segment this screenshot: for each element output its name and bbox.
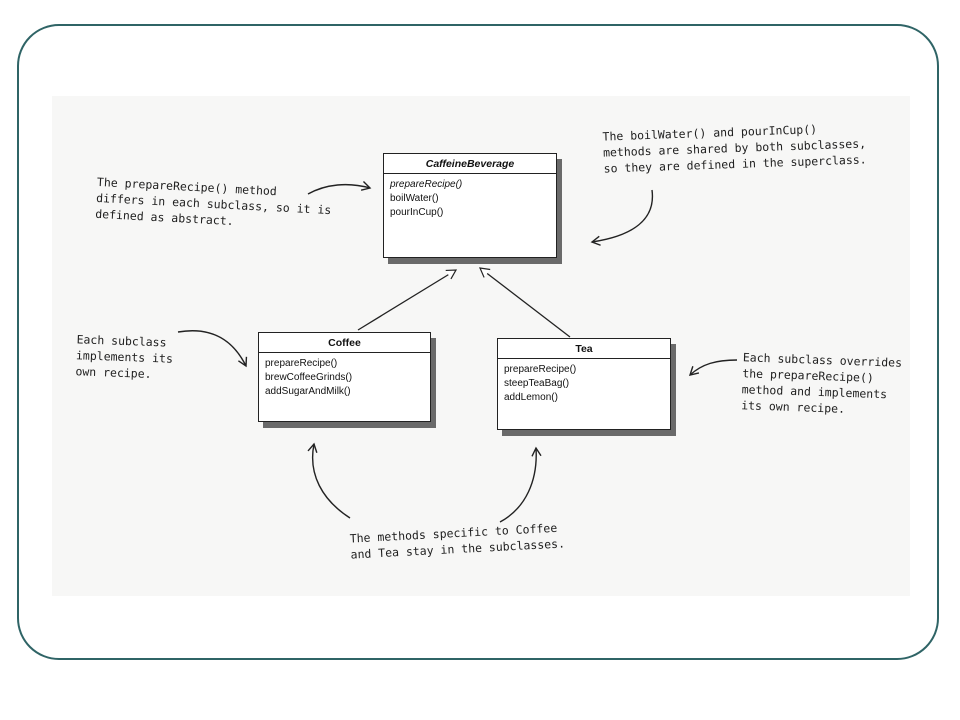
- implements-note-arrow: [177, 330, 248, 368]
- method-item: brewCoffeeGrinds(): [265, 372, 353, 383]
- specific-note-arrow-tea: [499, 446, 542, 523]
- shared-note: The boilWater() and pourInCup() methods …: [602, 119, 867, 176]
- method-item: boilWater(): [390, 193, 439, 204]
- overrides-note-arrow: [688, 359, 738, 376]
- method-item: addLemon(): [504, 392, 558, 403]
- class-name: Coffee: [259, 333, 430, 353]
- specific-note-arrow-coffee: [307, 442, 351, 519]
- tea-inherits-line: [479, 267, 571, 338]
- method-item: pourInCup(): [390, 207, 444, 218]
- method-item: prepareRecipe(): [265, 358, 338, 369]
- tea-class: Tea prepareRecipe() steepTeaBag() addLem…: [497, 338, 671, 430]
- method-list: prepareRecipe() boilWater() pourInCup(): [384, 174, 556, 224]
- abstract-note-arrow: [307, 181, 372, 195]
- shared-note-arrow: [590, 189, 654, 246]
- caffeine-beverage-class: CaffeineBeverage prepareRecipe() boilWat…: [383, 153, 557, 258]
- coffee-class: Coffee prepareRecipe() brewCoffeeGrinds(…: [258, 332, 431, 422]
- method-item: prepareRecipe(): [390, 179, 463, 190]
- method-item: steepTeaBag(): [504, 378, 570, 389]
- coffee-inherits-line: [357, 269, 458, 331]
- overrides-note: Each subclass overrides the prepareRecip…: [741, 349, 902, 419]
- implements-note: Each subclass implements its own recipe.: [75, 331, 174, 382]
- method-list: prepareRecipe() steepTeaBag() addLemon(): [498, 359, 670, 409]
- method-item: prepareRecipe(): [504, 364, 577, 375]
- method-list: prepareRecipe() brewCoffeeGrinds() addSu…: [259, 353, 430, 403]
- class-name: Tea: [498, 339, 670, 359]
- method-item: addSugarAndMilk(): [265, 386, 351, 397]
- class-name: CaffeineBeverage: [384, 154, 556, 174]
